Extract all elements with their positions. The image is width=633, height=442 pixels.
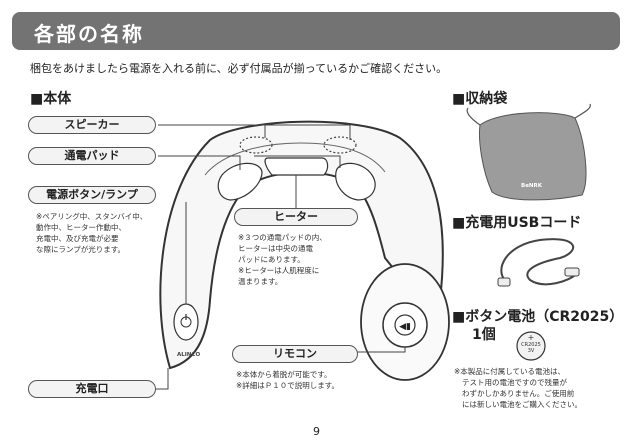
label-speaker: スピーカー <box>28 116 156 134</box>
leader-lines <box>155 124 406 390</box>
page-number: 9 <box>313 425 320 438</box>
storage-bag-illustration <box>466 103 591 201</box>
label-pad: 通電パッド <box>28 147 156 165</box>
device-logo: ALINCO <box>177 352 201 358</box>
bag-logo: BeNRK <box>521 183 543 189</box>
page-title: 各部の名称 <box>34 22 144 46</box>
label-heater: ヒーター <box>234 208 358 226</box>
section-banner: 各部の名称 <box>12 12 620 50</box>
neck-device-illustration: ◀▮ <box>159 120 450 381</box>
note-lamp: ※ペアリング中、スタンバイ中、 動作中、ヒーター作動中、 充電中、及び充電が必要… <box>36 212 148 254</box>
usb-cord-heading: ■充電用USBコード <box>452 215 582 231</box>
battery-quantity: 1個 <box>472 327 496 343</box>
cell-plus: + <box>527 333 535 342</box>
cell-voltage: 3V <box>527 348 535 354</box>
storage-bag-heading: ■収納袋 <box>452 91 508 107</box>
main-unit-heading: ■本体 <box>30 91 72 107</box>
cell-model: CR2025 <box>521 342 541 348</box>
note-heater: ※３つの通電パッドの内、 ヒーターは中央の通電 パッドにあります。 ※ヒーターは… <box>238 233 327 286</box>
coin-cell-illustration <box>516 331 546 361</box>
note-battery: ※本製品に付属している電池は、 テスト用の電池ですので残量が わずかしかありませ… <box>454 367 582 409</box>
svg-text:◀▮: ◀▮ <box>399 322 411 332</box>
intro-text: 梱包をあけましたら電源を入れる前に、必ず付属品が揃っているかご確認ください。 <box>30 62 448 75</box>
label-charge-port: 充電口 <box>28 380 156 398</box>
battery-heading: ■ボタン電池（CR2025） <box>452 309 624 325</box>
note-remote: ※本体から着脱が可能です。 ※詳細はＰ１０で説明します。 <box>236 370 340 390</box>
usb-cord-illustration <box>497 238 580 287</box>
label-power-lamp: 電源ボタン/ランプ <box>28 186 156 204</box>
label-remote: リモコン <box>232 345 358 363</box>
